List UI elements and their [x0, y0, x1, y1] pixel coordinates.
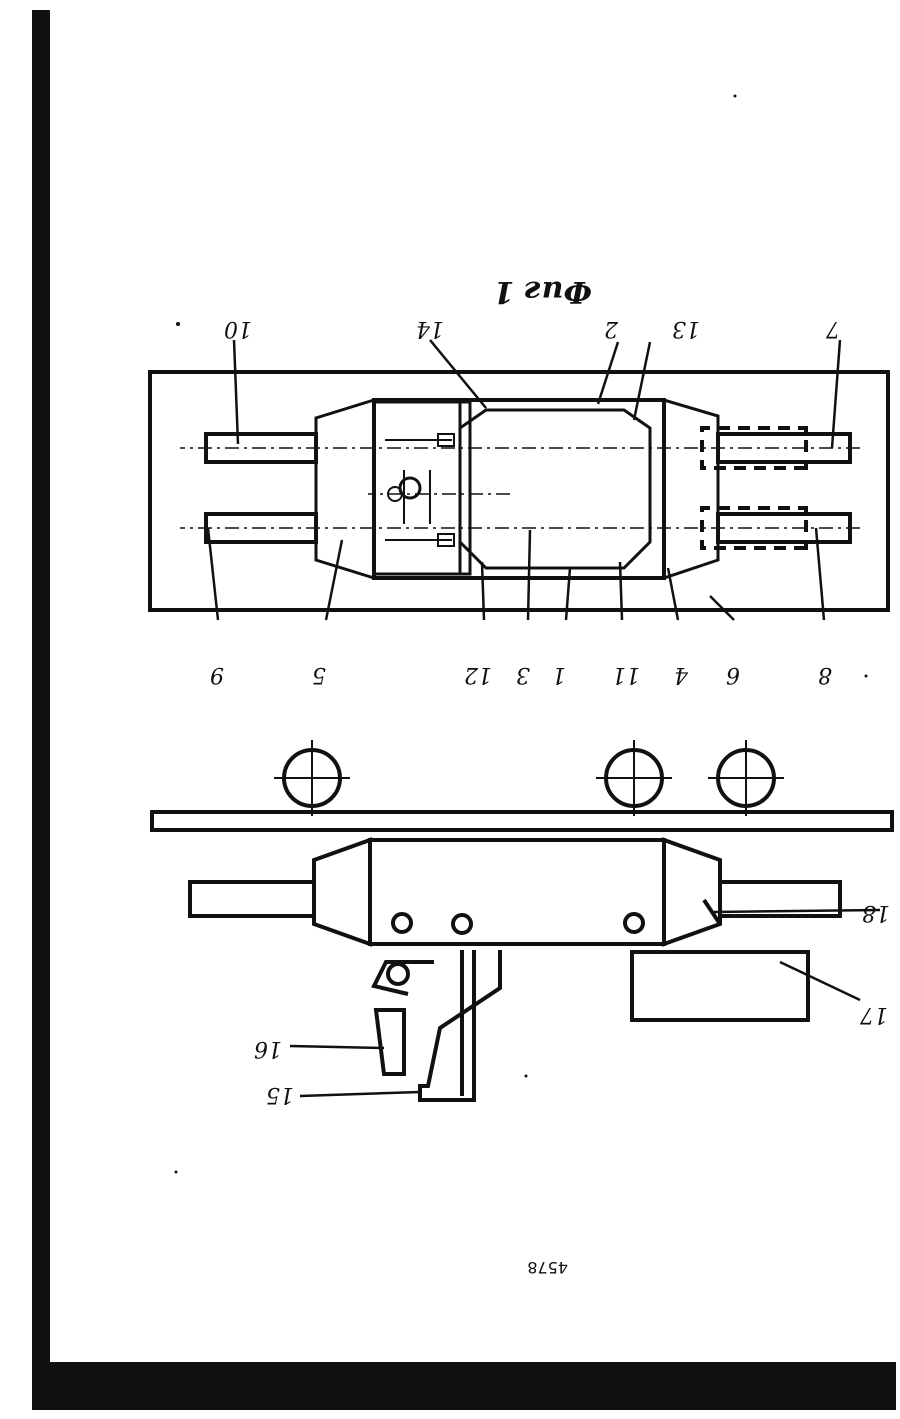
label-18: 18 [862, 900, 890, 925]
label-1: 1 [552, 662, 566, 687]
leaders-side [290, 910, 880, 1096]
bolt-c [393, 914, 411, 932]
label-3: 3 [516, 662, 530, 687]
label-7: 7 [826, 316, 840, 341]
speck-d [175, 1171, 178, 1174]
leader-16 [290, 1046, 384, 1048]
lever-16 [376, 1010, 404, 1074]
labels-side-view: 15 16 17 18 [254, 900, 890, 1107]
leader-1 [566, 568, 570, 620]
page-number: 4578 [527, 1258, 568, 1277]
label-6: 6 [726, 662, 740, 687]
leader-7 [832, 340, 840, 448]
frame-plate [150, 372, 888, 610]
figure-caption: Фиг 1 [494, 274, 592, 309]
label-16: 16 [254, 1036, 282, 1061]
top-view [150, 372, 888, 610]
label-2: 2 [604, 316, 619, 341]
carriage-body-1 [374, 400, 664, 578]
left-border-bar [32, 10, 50, 1410]
label-17: 17 [860, 1002, 888, 1027]
label-10: 10 [224, 316, 252, 341]
housing-5 [316, 400, 374, 578]
label-14: 14 [416, 316, 444, 341]
label-11: 11 [612, 662, 640, 687]
leader-18 [714, 910, 880, 912]
label-9: 9 [210, 662, 224, 687]
bolt-a [625, 914, 643, 932]
rotated-drawing [150, 340, 892, 1100]
leader-15 [300, 1092, 420, 1096]
leader-3 [528, 530, 530, 620]
leader-13 [634, 342, 650, 420]
bolt-b [453, 915, 471, 933]
leader-10 [234, 340, 238, 444]
rail [152, 812, 892, 830]
mechanism-14 [374, 402, 470, 574]
label-4: 4 [674, 662, 689, 687]
speck-e [525, 1075, 528, 1078]
label-8: 8 [818, 662, 832, 687]
leader-17 [780, 962, 860, 1000]
lever-pivot [388, 964, 408, 984]
side-nose-left [664, 840, 720, 944]
side-nose-right [314, 840, 370, 944]
speck-b [176, 322, 180, 326]
label-5: 5 [312, 662, 326, 687]
octagon-frame-3 [460, 410, 650, 568]
label-12: 12 [464, 662, 492, 687]
speck-c [865, 675, 868, 678]
label-15: 15 [266, 1082, 294, 1107]
side-rod-right [190, 882, 314, 916]
label-13: 13 [672, 316, 700, 341]
bottom-border-bar [32, 1362, 896, 1410]
speck-a [734, 95, 737, 98]
side-carriage [370, 840, 664, 944]
